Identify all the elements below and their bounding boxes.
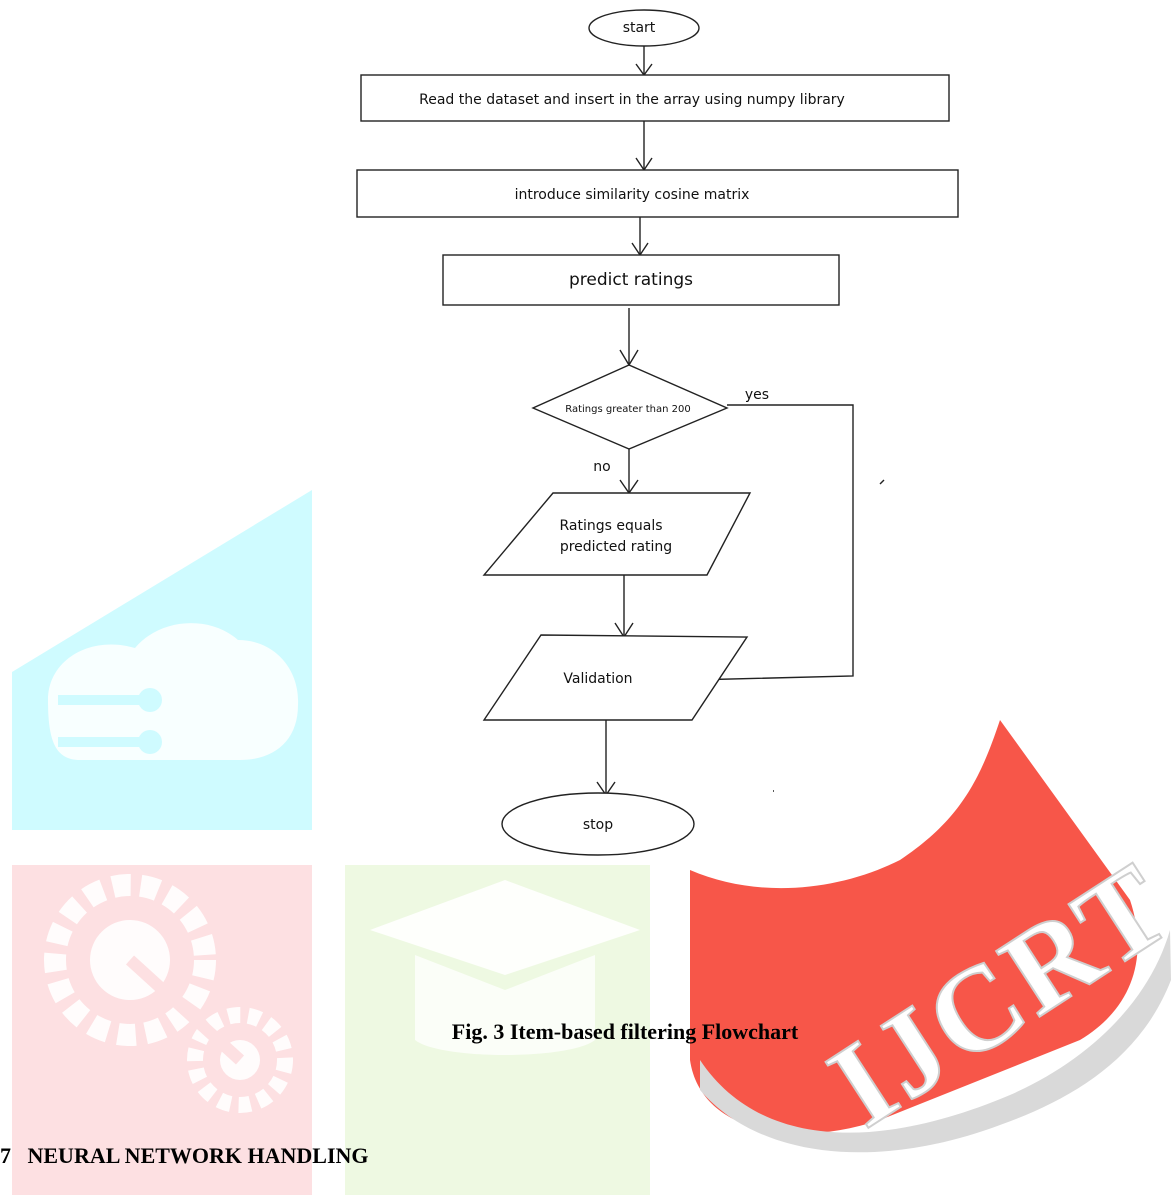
yes-branch-label: yes [745,387,769,403]
read-dataset-label: Read the dataset and insert in the array… [419,92,845,108]
assign-label-line1: Ratings equals [559,518,662,534]
section-number: 7 [0,1143,11,1168]
predict-ratings-label: predict ratings [569,270,693,290]
cosine-matrix-process-box [356,169,959,218]
decision-label: Ratings greater than 200 [565,404,691,415]
validation-io-box [482,634,749,721]
cosine-matrix-label: introduce similarity cosine matrix [515,187,750,203]
stray-mark [879,479,885,485]
stop-terminator [501,792,695,856]
section-heading: 7 NEURAL NETWORK HANDLING [0,1143,369,1169]
yes-branch-connector [691,404,854,681]
gears-icon [12,865,312,1195]
red-swoosh-shape [690,720,1171,1153]
read-dataset-process-box [360,74,950,122]
figure-caption: Fig. 3 Item-based filtering Flowchart [451,1019,799,1044]
start-label: start [623,20,656,36]
graduation-cap-icon [345,865,650,1195]
predict-ratings-process-box [442,254,840,306]
assign-rating-io-box [482,492,752,576]
assign-label-line2: predicted rating [560,539,672,555]
section-title: NEURAL NETWORK HANDLING [27,1143,369,1168]
stop-label: stop [583,817,613,833]
no-branch-label: no [593,459,610,475]
validation-label: Validation [563,671,632,687]
cloud-circuit-icon [12,490,312,830]
